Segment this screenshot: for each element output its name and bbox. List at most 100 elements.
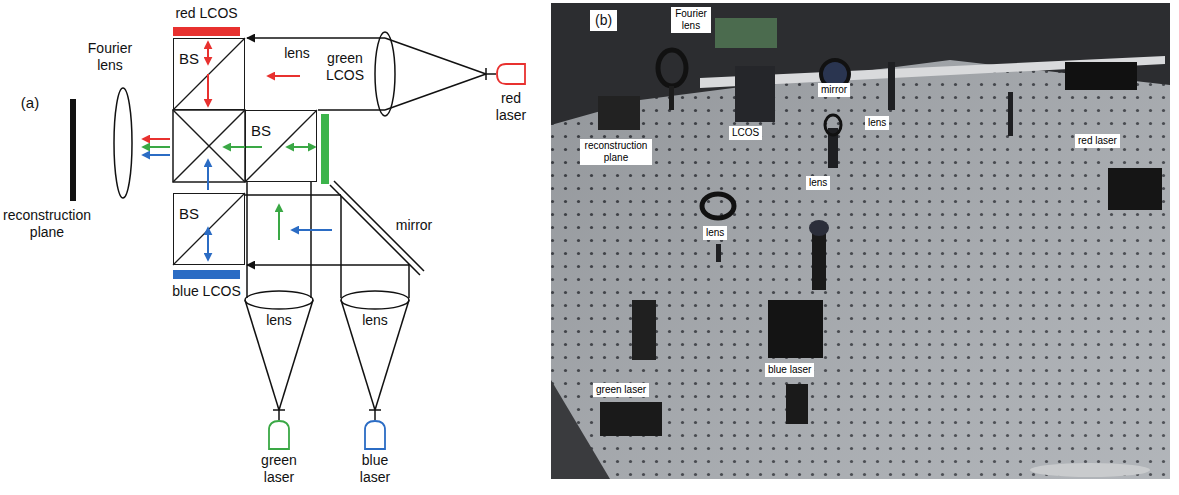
part-label: lens	[358, 312, 392, 329]
lab-photo	[1065, 62, 1137, 90]
red-arrows	[268, 75, 300, 77]
red-arrows	[207, 74, 209, 106]
beam-outlines	[486, 73, 496, 75]
fourier-lens-symbol	[114, 88, 132, 198]
laser-label: green laser	[254, 452, 304, 486]
blue-arrows	[143, 155, 332, 260]
beam-outlines	[245, 291, 313, 309]
blue-arrows	[143, 154, 170, 156]
lab-photo	[1108, 168, 1162, 210]
photo-label-text: blue laser	[768, 364, 811, 376]
green-arrows	[224, 146, 262, 148]
lcos-panel: blue LCOS	[173, 270, 240, 279]
laser-label: blue laser	[350, 452, 400, 486]
photo-label-text: red laser	[1078, 135, 1117, 147]
splitter-label: BS	[251, 122, 271, 139]
beam-outlines	[385, 38, 486, 74]
splitter-diagonals	[173, 38, 245, 110]
lab-photo	[715, 18, 777, 48]
lcos-panel: green LCOS	[321, 114, 329, 184]
lab-photo	[1008, 92, 1013, 136]
photo-label: lens	[865, 116, 889, 130]
laser-outline	[365, 421, 385, 449]
lab-photo	[598, 96, 640, 130]
lab-photo	[825, 115, 841, 135]
lab-photo	[669, 86, 674, 110]
lab-photo	[735, 66, 775, 122]
blue-arrows	[207, 160, 209, 190]
lab-photo	[768, 300, 823, 358]
lab-photo	[809, 220, 829, 236]
red-arrows	[143, 138, 170, 140]
blue-arrows	[292, 229, 332, 231]
beam-outlines	[375, 32, 395, 116]
photo-label-text: LCOS	[732, 127, 759, 139]
photo-label-text: reconstruction plane	[583, 140, 649, 164]
laser-outline	[496, 63, 526, 85]
beam-outlines	[341, 291, 409, 309]
photo-label: green laser	[593, 383, 649, 397]
beam-outlines	[247, 264, 409, 266]
photo-label: lens	[806, 176, 830, 190]
beam-splitter: BS	[173, 38, 245, 110]
photo-label-text: mirror	[821, 84, 847, 96]
blue-arrows	[207, 228, 209, 260]
photo-label-text: lens	[706, 227, 724, 239]
photo-label: Fourier lens	[671, 7, 711, 33]
part-label: (a)	[15, 94, 45, 111]
laser-outline	[269, 421, 289, 449]
lcos-label: red LCOS	[162, 5, 252, 22]
lab-photo	[632, 300, 656, 360]
beam-splitter: BS	[245, 110, 317, 182]
lcos-label: green LCOS	[322, 50, 368, 84]
beam-outlines	[385, 74, 486, 110]
photo-label: blue laser	[765, 363, 814, 377]
beam-outlines	[247, 37, 385, 39]
splitter-diagonals	[173, 193, 245, 265]
beam-outlines	[374, 410, 376, 420]
lab-photo	[888, 62, 895, 110]
beam-outlines	[245, 194, 341, 196]
part-label: Fourier lens	[83, 40, 137, 74]
laser-outline	[268, 420, 290, 450]
photo-label: LCOS	[729, 126, 762, 140]
beam-outlines	[278, 410, 280, 420]
photo-label: reconstruction plane	[580, 139, 652, 165]
red-arrows	[143, 42, 300, 139]
green-arrows	[287, 146, 315, 148]
laser-source: blue laser	[364, 420, 386, 450]
lab-photo	[551, 3, 1170, 479]
lab-photo	[702, 194, 734, 218]
photo-label-text: green laser	[596, 384, 646, 396]
beam-splitter: BS	[173, 193, 245, 265]
beam-outlines	[310, 182, 312, 298]
lab-photo	[658, 50, 686, 86]
lcos-label: blue LCOS	[162, 283, 252, 300]
reconstruction-screen	[70, 99, 76, 201]
green-arrows	[143, 146, 170, 148]
beam-outlines	[246, 182, 248, 298]
beam-outlines	[340, 196, 342, 298]
lab-photo	[551, 3, 1170, 479]
laser-source: red laser	[496, 63, 526, 85]
reconstruction-screen	[70, 99, 76, 201]
photo-label-text: lens	[868, 117, 886, 129]
lab-photo	[716, 244, 721, 262]
photo-label: red laser	[1075, 134, 1120, 148]
lab-photo	[786, 384, 808, 424]
green-arrows	[278, 205, 280, 240]
splitter-label: BS	[179, 205, 199, 222]
beam-outlines	[408, 264, 410, 298]
laser-outline	[497, 64, 525, 84]
part-label: lens	[262, 312, 296, 329]
photo-label: mirror	[818, 83, 850, 97]
laser-source: green laser	[268, 420, 290, 450]
photo-label-text: Fourier lens	[674, 8, 708, 32]
panel-tag: (b)	[590, 10, 617, 31]
fourier-lens-symbol	[114, 88, 132, 198]
lab-photo	[812, 230, 826, 290]
laser-label: red laser	[488, 90, 534, 124]
red-arrows	[207, 42, 209, 64]
